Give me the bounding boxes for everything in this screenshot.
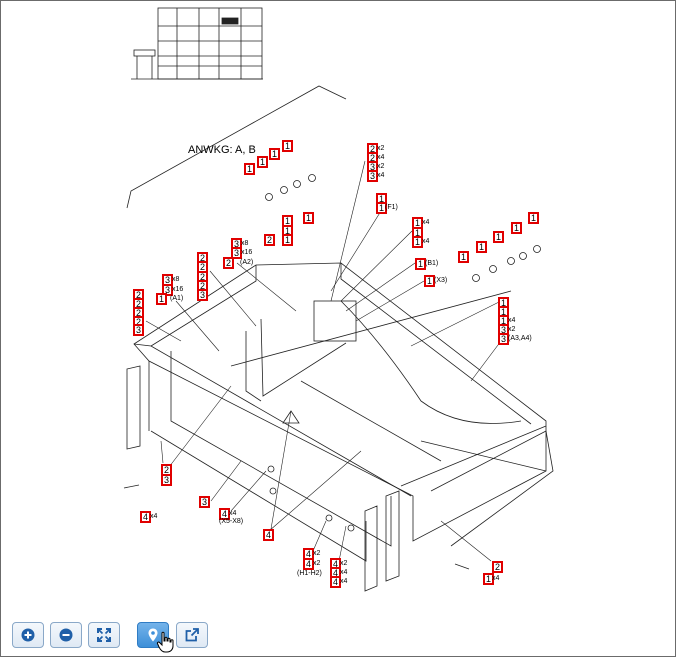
part-callout[interactable]: 2 bbox=[223, 257, 235, 269]
quantity-note: x8 bbox=[172, 276, 180, 283]
quantity-note: x2 bbox=[313, 550, 321, 557]
quantity-note: x4 bbox=[492, 575, 500, 582]
part-callout[interactable]: 1 bbox=[282, 234, 294, 246]
part-callout[interactable]: 1 bbox=[303, 212, 315, 224]
part-callout[interactable]: 4 bbox=[303, 558, 315, 570]
quantity-note: x2 bbox=[377, 145, 385, 152]
part-callout[interactable]: 1 bbox=[415, 258, 427, 270]
quantity-note: x16 bbox=[172, 286, 184, 293]
part-callout[interactable]: 1 bbox=[412, 236, 424, 248]
leader-lines bbox=[145, 160, 502, 562]
part-callout[interactable]: 4 bbox=[219, 508, 231, 520]
part-callout[interactable]: 1 bbox=[424, 275, 436, 287]
part-callout[interactable]: 1 bbox=[458, 251, 470, 263]
part-callout[interactable]: 1 bbox=[493, 231, 505, 243]
quantity-note: x4 bbox=[377, 154, 385, 161]
quantity-note: x4 bbox=[508, 317, 516, 324]
quantity-note: (X5-X8) bbox=[219, 518, 244, 525]
expand-icon bbox=[97, 628, 111, 642]
part-callout[interactable]: 3 bbox=[367, 170, 379, 182]
zoom-out-icon bbox=[59, 628, 73, 642]
zoom-in-icon bbox=[21, 628, 35, 642]
quantity-note: x4 bbox=[150, 513, 158, 520]
map-pin-icon bbox=[148, 628, 158, 642]
part-callout[interactable]: 3 bbox=[133, 324, 145, 336]
part-callout[interactable]: 1 bbox=[257, 156, 269, 168]
quantity-note: x2 bbox=[313, 560, 321, 567]
part-callout[interactable]: 2 bbox=[492, 561, 504, 573]
open-external-button[interactable] bbox=[176, 622, 208, 648]
quantity-note: (A3,A4) bbox=[508, 335, 532, 342]
quantity-note: (A1) bbox=[170, 295, 184, 302]
quantity-note: (A2) bbox=[240, 259, 254, 266]
part-callout[interactable]: 1 bbox=[476, 241, 488, 253]
part-callout[interactable]: 1 bbox=[282, 140, 294, 152]
part-callout[interactable]: 2 bbox=[264, 234, 276, 246]
cabinet-thumbnail bbox=[131, 7, 263, 80]
quantity-note: x4 bbox=[377, 172, 385, 179]
part-callout[interactable]: 3 bbox=[197, 289, 209, 301]
quantity-note: x2 bbox=[377, 163, 385, 170]
fit-to-screen-button[interactable] bbox=[88, 622, 120, 648]
part-callout[interactable]: 4 bbox=[263, 529, 275, 541]
assembly-variant-title: ANWKG: A, B bbox=[188, 144, 256, 156]
quantity-note: x16 bbox=[241, 249, 253, 256]
external-link-icon bbox=[185, 628, 199, 642]
part-callout[interactable]: 3 bbox=[498, 333, 510, 345]
zoom-out-button[interactable] bbox=[50, 622, 82, 648]
quantity-note: x4 bbox=[340, 569, 348, 576]
quantity-note: (X3) bbox=[434, 277, 448, 284]
quantity-note: x4 bbox=[229, 510, 237, 517]
part-callout[interactable]: 1 bbox=[376, 202, 388, 214]
part-callout[interactable]: 4 bbox=[140, 511, 152, 523]
chassis bbox=[123, 262, 554, 592]
part-callout[interactable]: 3 bbox=[231, 247, 243, 259]
quantity-note: x4 bbox=[340, 578, 348, 585]
quantity-note: (H1-H2) bbox=[297, 570, 322, 577]
quantity-note: x2 bbox=[340, 560, 348, 567]
quantity-note: (F1) bbox=[385, 204, 398, 211]
part-callout[interactable]: 3 bbox=[162, 284, 174, 296]
exploded-assembly-drawing bbox=[123, 7, 554, 592]
part-callout[interactable]: 1 bbox=[511, 222, 523, 234]
quantity-note: x2 bbox=[508, 326, 516, 333]
part-callout[interactable]: 1 bbox=[156, 293, 168, 305]
part-callout[interactable]: 1 bbox=[483, 573, 495, 585]
part-callout[interactable]: 4 bbox=[330, 576, 342, 588]
quantity-note: x4 bbox=[422, 238, 430, 245]
hotspot-marker-button[interactable] bbox=[137, 622, 169, 648]
part-callout[interactable]: 3 bbox=[199, 496, 211, 508]
group-bracket bbox=[126, 85, 347, 209]
zoom-in-button[interactable] bbox=[12, 622, 44, 648]
quantity-note: x8 bbox=[241, 240, 249, 247]
quantity-note: (B1) bbox=[425, 260, 439, 267]
quantity-note: x4 bbox=[422, 219, 430, 226]
part-callout[interactable]: 1 bbox=[269, 148, 281, 160]
part-callout[interactable]: 1 bbox=[528, 212, 540, 224]
part-callout[interactable]: 1 bbox=[244, 163, 256, 175]
part-callout[interactable]: 3 bbox=[161, 474, 173, 486]
hardware-parts bbox=[265, 174, 541, 282]
